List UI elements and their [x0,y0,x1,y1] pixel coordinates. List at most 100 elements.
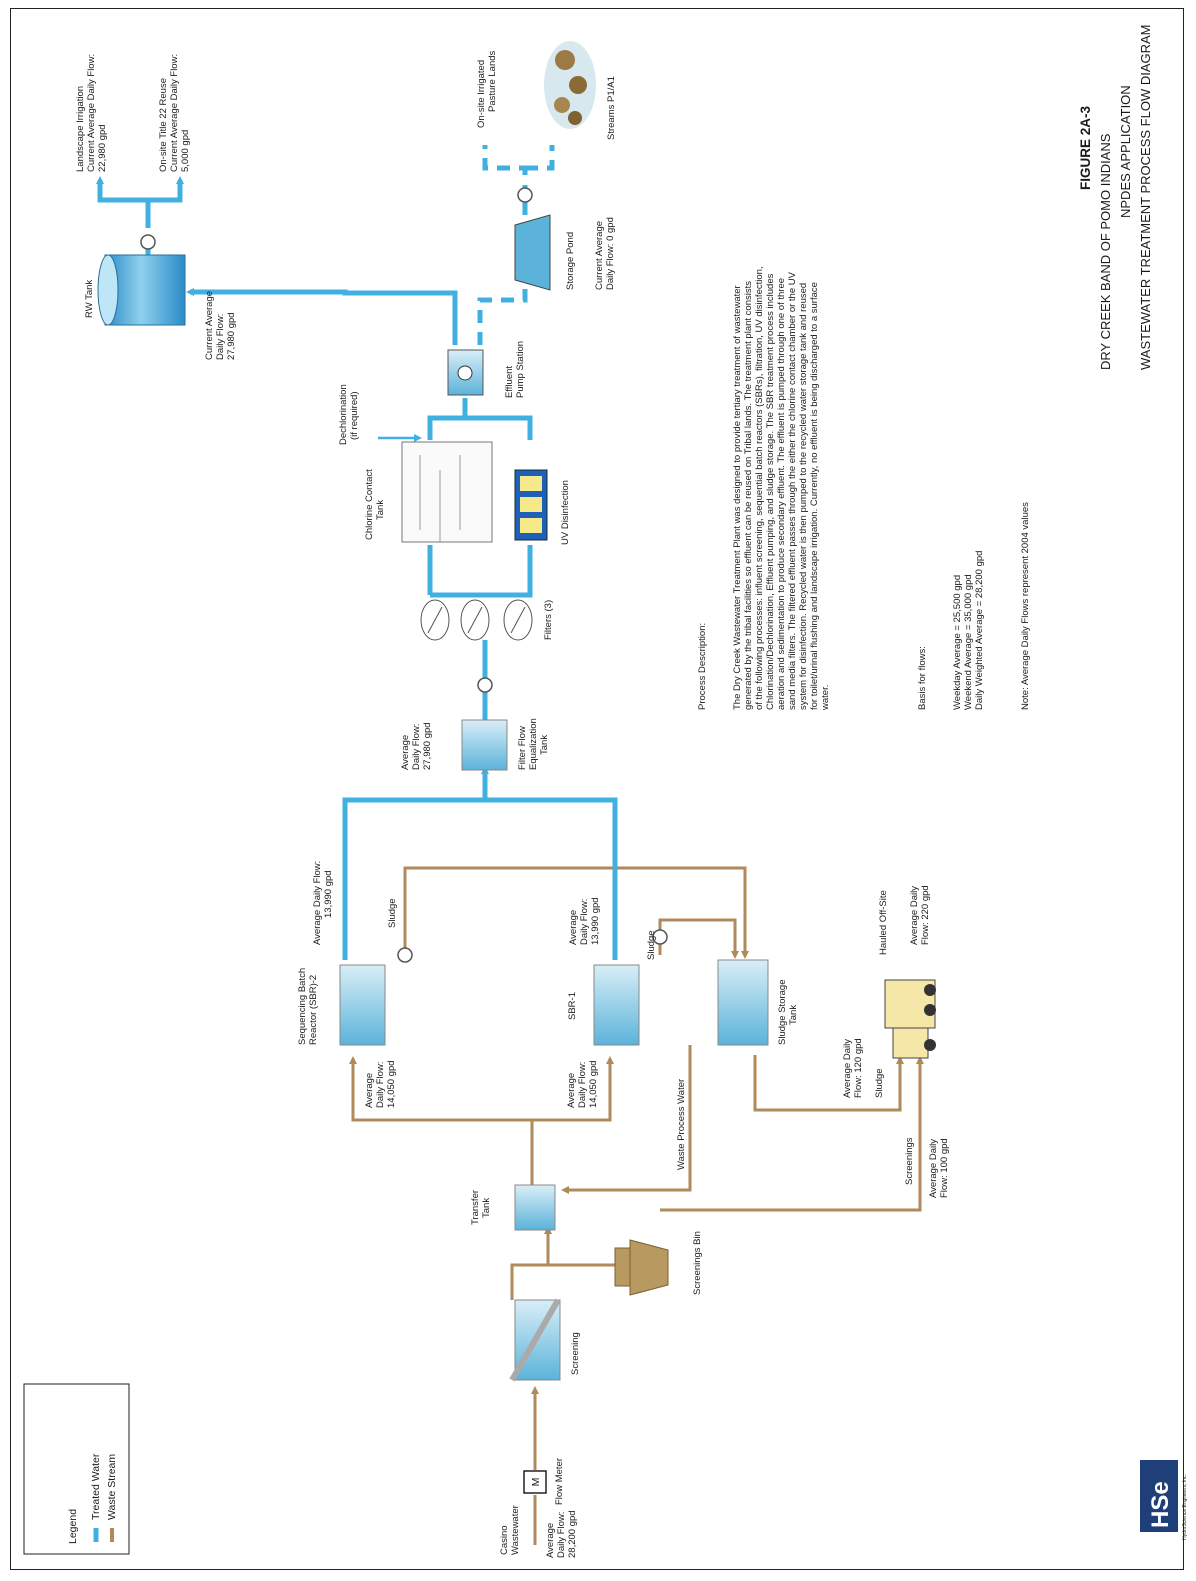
filter-eq-label-1: Filter Flow [517,726,528,770]
sludge-pump-b-icon [652,929,668,945]
note: Note: Average Daily Flows represent 2004… [1020,502,1031,710]
screenings-bin-label: Screenings Bin [692,1231,703,1295]
screenings-out-2: Average Daily [928,1139,939,1198]
sbr1-label: SBR-1 [567,992,578,1020]
stream-image [544,41,596,129]
filters-label: Filters (3) [543,600,554,640]
screenings-bin [614,1239,669,1296]
figure-border [10,8,1184,1570]
pipe-waste-process [561,1045,692,1194]
pump-label-2: Pump Station [515,341,526,398]
reuse-label-2: Current Average Daily Flow: [169,54,180,172]
pipe-screening-transfer [510,1226,552,1300]
pond-pump-icon [517,187,533,203]
sludge-label-b: Sludge [646,930,657,960]
logo-company: HydroScience Engineers, Inc. [1182,1474,1188,1540]
pipe-sludge-sbr1 [658,918,739,959]
sludge-storage-tank [717,959,769,1046]
truck-flow-2: Flow: 220 gpd [920,885,931,945]
sbr1-in-1: Average [566,1073,577,1108]
figure-title-2: NPDES APPLICATION [1118,85,1133,218]
legend-title: Legend [67,1509,79,1544]
rw-tank-label: RW Tank [84,280,95,318]
casino-label-2: Wastewater [510,1505,521,1555]
pipe-sludge-sbr2 [403,866,749,959]
sbr1-in-2: Daily Flow: [577,1062,588,1108]
filter-in-2: Daily Flow: [411,724,422,770]
casino-flow-3: 28,200 gpd [567,1510,578,1558]
sbr2-label-2: Reactor (SBR)-2 [308,975,319,1045]
sbr1-out-1: Average [568,910,579,945]
effluent-pump-station [447,349,484,396]
rw-pump-icon [140,234,156,250]
legend-waste-label: Waste Stream [106,1454,118,1520]
sbr2-out-2: 13,990 gpd [323,870,334,918]
uv-disinfection-unit [514,469,548,541]
filter-eq-tank [461,719,508,771]
pipe-sludge-truck [753,1055,904,1112]
sludge-out-1: Average Daily [842,1039,853,1098]
landscape-label-1: Landscape Irrigation [75,86,86,172]
sludge-out-2: Flow: 120 gpd [853,1038,864,1098]
sludge-label-a: Sludge [387,898,398,928]
treated-water-pipes [96,145,618,960]
sbr2-tank [339,964,386,1046]
basis-line-1: Weekday Average = 25,500 gpd [952,575,963,710]
pump-label-1: Effluent [504,366,515,398]
pipe-disinfection-join [427,415,533,440]
landscape-label-3: 22,980 gpd [97,124,108,172]
sludge-pump-a-icon [397,947,413,963]
pond-flow-2: Daily Flow: 0 gpd [605,217,616,290]
rw-in-1: Current Average [204,291,215,360]
description-line-6: sand media filters. The filtered effluen… [787,271,798,710]
chlorine-contact-tank [401,441,493,543]
flow-meter-label: Flow Meter [554,1458,565,1505]
casino-flow-1: Average [545,1523,556,1558]
pipe-screenings-truck [660,1056,924,1212]
rw-tank [97,254,186,326]
filters [420,599,533,641]
waste-process-label: Waste Process Water [676,1079,687,1170]
description-line-2: generated by the tribal facilities so ef… [743,281,754,710]
screenings-out-3: Flow: 100 gpd [939,1138,950,1198]
description-line-8: for toilet/urinal flushing and landscape… [809,282,820,710]
casino-label-1: Casino [499,1525,510,1555]
sbr1-tank [593,964,640,1046]
filter-eq-label-3: Tank [539,735,550,755]
hse-logo: HSe HydroScience Engineers, Inc. [1140,1460,1188,1540]
basis-line-2: Weekend Average = 35,000 gpd [963,574,974,710]
screen-rake [509,1298,561,1382]
description-heading: Process Description: [697,623,708,710]
transfer-label-1: Transfer [470,1190,481,1225]
description-line-5: aeration and sedimentation to produce se… [776,278,787,710]
sludge-out-3: Sludge [874,1068,885,1098]
sbr1-in-3: 14,050 gpd [588,1060,599,1108]
pipe-landscape [96,176,151,228]
description-line-3: of the following processes: influent scr… [754,266,765,710]
reuse-label-3: 5,000 gpd [180,130,191,172]
haul-truck [884,979,936,1059]
pipe-reuse [148,176,184,203]
pipe-stream [525,145,555,171]
figure-title-1: DRY CREEK BAND OF POMO INDIANS [1098,133,1113,370]
transfer-label-2: Tank [481,1198,492,1218]
truck-label: Hauled Off-Site [878,890,889,955]
filter-eq-label-2: Equalization [528,718,539,770]
description-line-4: Chlorination/Dechlorination, Effluent pu… [765,273,776,710]
legend: Legend Treated Water Waste Stream [23,1383,130,1555]
figure-title-3: WASTEWATER TREATMENT PROCESS FLOW DIAGRA… [1138,25,1153,370]
dechlor-label-2: (if required) [349,391,360,440]
sbr2-label-1: Sequencing Batch [297,968,308,1045]
truck-flow-1: Average Daily [909,886,920,945]
description-line-1: The Dry Creek Wastewater Treatment Plant… [732,285,743,710]
filter-in-3: 27,980 gpd [422,722,433,770]
sbr2-out-1: Average Daily Flow: [312,861,323,945]
transfer-tank [514,1184,556,1231]
sludge-tank-label-1: Sludge Storage [777,980,788,1046]
storage-pond [514,214,551,291]
reuse-label-1: On-site Title 22 Reuse [158,78,169,172]
rw-in-3: 27,980 gpd [226,312,237,360]
pasture-label-1: On-site Irrigated [476,60,487,128]
flow-meter-symbol: M [530,1478,542,1487]
